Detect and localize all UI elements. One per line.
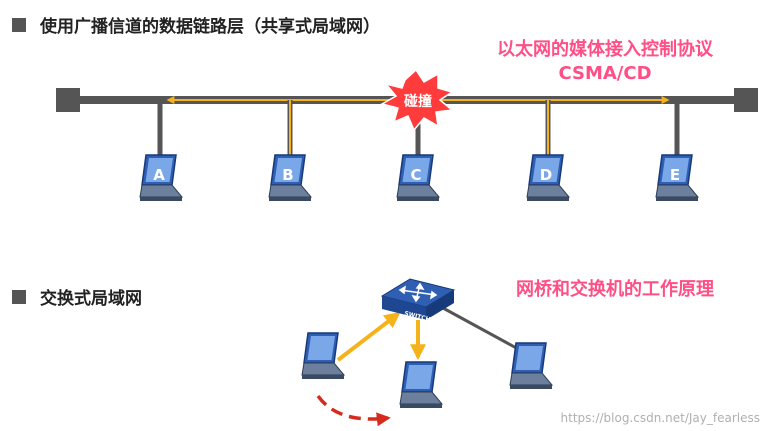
- collision-label: 碰撞: [404, 93, 432, 110]
- protocol-note-line2: CSMA/CD: [558, 63, 652, 84]
- direct-transfer-arrow: [316, 394, 391, 427]
- section-heading-text: 交换式局域网: [40, 289, 142, 309]
- switch-front: [382, 296, 426, 320]
- collision-burst-icon: [380, 68, 454, 132]
- switch-arrows-icon: [398, 282, 438, 303]
- frame-path-to-switch: [336, 312, 401, 362]
- host-label-a: A: [153, 166, 165, 184]
- collision-burst: 碰撞: [380, 68, 454, 132]
- host-c: C: [396, 154, 440, 202]
- bridge-switch-note: 网桥和交换机的工作原理: [516, 279, 714, 300]
- switch-side: [426, 290, 454, 320]
- host-label-b: B: [282, 166, 293, 184]
- laptop-icon: [399, 361, 443, 409]
- protocol-note-line1: 以太网的媒体接入控制协议: [497, 39, 713, 60]
- host-e: E: [655, 154, 699, 202]
- section-heading-text: 使用广播信道的数据链路层（共享式局域网）: [40, 17, 380, 37]
- section-heading-shared-lan: 使用广播信道的数据链路层（共享式局域网）: [12, 12, 380, 37]
- host-b: B: [268, 154, 312, 202]
- host-a: A: [139, 154, 183, 202]
- host-label-e: E: [670, 166, 680, 184]
- bus-terminator-left: [56, 88, 80, 112]
- protocol-note: 以太网的媒体接入控制协议 CSMA/CD: [460, 38, 750, 86]
- laptop-icon: [509, 342, 553, 390]
- switched-host-left: [301, 332, 345, 380]
- heading-bullet-icon: [12, 17, 26, 32]
- host-d: D: [526, 154, 570, 202]
- switch-device: SWITCH: [380, 278, 456, 323]
- section-heading-switched-lan: 交换式局域网: [12, 284, 142, 309]
- heading-bullet-icon: [12, 289, 26, 304]
- switched-host-right: [509, 342, 553, 390]
- host-label-c: C: [410, 166, 421, 184]
- watermark-text: https://blog.csdn.net/Jay_fearless: [560, 411, 760, 425]
- switched-host-middle: [399, 361, 443, 409]
- bus-terminator-right: [734, 88, 758, 112]
- laptop-icon: [301, 332, 345, 380]
- host-label-d: D: [540, 166, 552, 184]
